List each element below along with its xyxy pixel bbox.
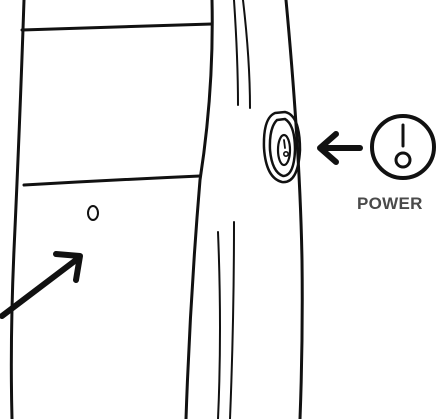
arrow-up-right-icon: [0, 251, 83, 319]
power-symbol-icon: [370, 114, 436, 180]
power-label: POWER: [357, 194, 423, 213]
indicator-hole-icon: [87, 205, 99, 221]
arrow-left-icon: [317, 131, 363, 165]
power-switch-icon: [262, 110, 302, 184]
device-side-panel: [217, 0, 304, 419]
device-front-panel: [9, 0, 214, 419]
